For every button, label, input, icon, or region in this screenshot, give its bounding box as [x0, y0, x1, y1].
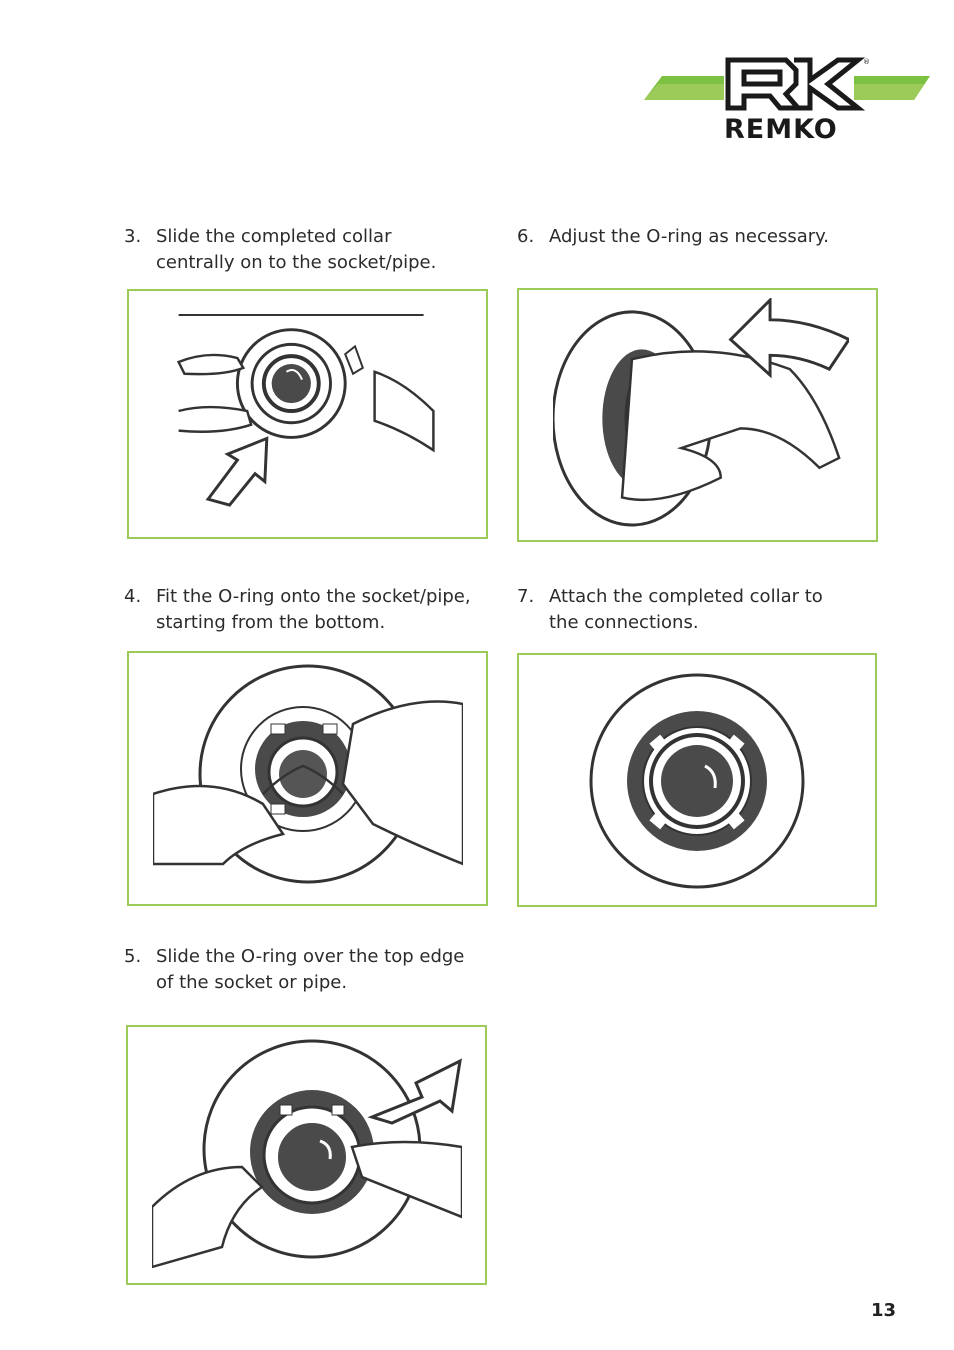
logo-wordmark: REMKO [724, 114, 838, 145]
hand-adjusting-oring-illustration [553, 298, 849, 532]
figure-frame-step-4 [127, 651, 488, 906]
step-text: Slide the O-ring over the top edge of th… [156, 946, 465, 993]
step-text: Adjust the O-ring as necessary. [549, 226, 829, 247]
remko-logo: ® REMKO [644, 57, 930, 145]
step-text: Fit the O-ring onto the socket/pipe, sta… [156, 586, 471, 633]
step-3: 3. Slide the completed collar centrally … [124, 224, 436, 276]
figure-frame-step-5 [126, 1025, 487, 1285]
step-number: 3. [124, 226, 142, 247]
completed-collar-illustration [577, 666, 817, 896]
figure-frame-step-7 [517, 653, 877, 907]
logo-r-mark [725, 57, 804, 111]
page-number: 13 [870, 1300, 896, 1321]
step-text: Slide the completed collar centrally on … [156, 226, 437, 273]
logo-left-stripe-light [644, 84, 724, 100]
arrow-up-right-icon [205, 436, 269, 507]
step-6: 6. Adjust the O-ring as necessary. [517, 224, 829, 250]
hands-sliding-oring-illustration [152, 1037, 462, 1272]
arrow-down-left-icon [367, 1058, 462, 1125]
figure-frame-step-3 [127, 289, 488, 539]
step-7: 7. Attach the completed collar to the co… [517, 584, 823, 636]
arrow-left-icon [728, 298, 849, 379]
logo-k-mark [794, 57, 866, 111]
step-number: 4. [124, 586, 142, 607]
step-5: 5. Slide the O-ring over the top edge of… [124, 944, 464, 996]
step-text: Attach the completed collar to the conne… [549, 586, 823, 633]
step-number: 6. [517, 226, 535, 247]
figure-frame-step-6 [517, 288, 878, 542]
logo-right-stripe-light [854, 84, 924, 100]
hands-centering-collar-illustration [176, 313, 435, 509]
step-number: 5. [124, 946, 142, 967]
step-number: 7. [517, 586, 535, 607]
step-4: 4. Fit the O-ring onto the socket/pipe, … [124, 584, 471, 636]
hands-fitting-oring-illustration [153, 664, 463, 894]
svg-text:®: ® [863, 58, 870, 66]
